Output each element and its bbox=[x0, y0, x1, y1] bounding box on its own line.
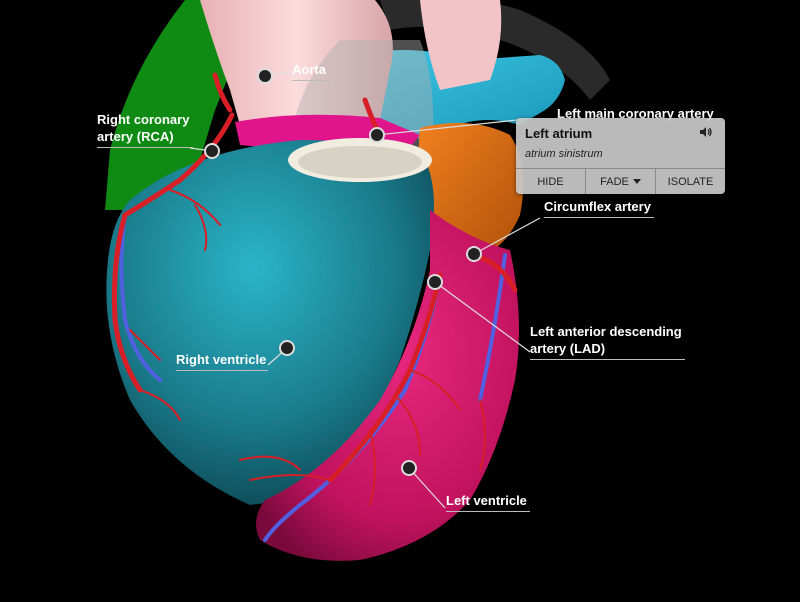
artery-branches-group bbox=[129, 189, 486, 506]
speaker-icon-svg bbox=[700, 127, 712, 137]
circumflex-label[interactable]: Circumflex artery bbox=[544, 198, 654, 218]
left-atrium-hotspot[interactable] bbox=[466, 246, 482, 262]
rca-label-line2: artery (RCA) bbox=[97, 129, 174, 144]
aorta-branch-shape bbox=[420, 0, 502, 90]
left-ventricle-label-text: Left ventricle bbox=[446, 493, 527, 508]
right-ventricle-label-text: Right ventricle bbox=[176, 352, 267, 367]
left-ventricle-hotspot[interactable] bbox=[401, 460, 417, 476]
right-ventricle-hotspot[interactable] bbox=[279, 340, 295, 356]
structure-info-panel: Left atrium atrium sinistrum HIDE FADE I… bbox=[516, 118, 725, 194]
left-main-coronary-label[interactable]: Left main coronary artery bbox=[557, 105, 714, 122]
left-ventricle-shape[interactable] bbox=[256, 210, 519, 561]
hide-button-label: HIDE bbox=[537, 175, 564, 188]
rca-label-line1: Right coronary bbox=[97, 112, 190, 127]
aorta-shape[interactable] bbox=[200, 0, 393, 125]
aorta-label[interactable]: Aorta bbox=[292, 61, 330, 81]
right-ventricle-shape[interactable] bbox=[106, 140, 434, 505]
isolate-button[interactable]: ISOLATE bbox=[655, 169, 725, 194]
rca-label[interactable]: Right coronary artery (RCA) bbox=[97, 111, 193, 148]
right-ventricle-label[interactable]: Right ventricle bbox=[176, 351, 268, 371]
left-ventricle-label[interactable]: Left ventricle bbox=[446, 492, 530, 512]
chevron-down-icon bbox=[632, 179, 641, 184]
lad-label-line1: Left anterior descending bbox=[530, 324, 682, 339]
aorta-label-text: Aorta bbox=[292, 62, 326, 77]
panel-title: Left atrium bbox=[525, 126, 593, 141]
fade-button-label: FADE bbox=[600, 175, 629, 188]
pulmonary-opening-inner bbox=[298, 146, 422, 178]
rca-hotspot[interactable] bbox=[204, 143, 220, 159]
pulmonary-vessel-shape[interactable] bbox=[340, 50, 565, 140]
circumflex-label-text: Circumflex artery bbox=[544, 199, 651, 214]
aorta-hotspot[interactable] bbox=[257, 68, 273, 84]
speaker-icon[interactable] bbox=[699, 126, 713, 141]
leader-lines bbox=[189, 71, 541, 509]
hide-button[interactable]: HIDE bbox=[516, 169, 585, 194]
lad-label-line2: artery (LAD) bbox=[530, 341, 606, 356]
fade-button[interactable]: FADE bbox=[585, 169, 655, 194]
left-main-hotspot[interactable] bbox=[369, 127, 385, 143]
lad-label[interactable]: Left anterior descending artery (LAD) bbox=[530, 323, 685, 360]
left-main-coronary-label-text: Left main coronary artery bbox=[557, 106, 714, 121]
panel-actions: HIDE FADE ISOLATE bbox=[516, 168, 725, 194]
lad-hotspot[interactable] bbox=[427, 274, 443, 290]
panel-latin-name: atrium sinistrum bbox=[525, 148, 603, 160]
isolate-button-label: ISOLATE bbox=[667, 175, 714, 188]
